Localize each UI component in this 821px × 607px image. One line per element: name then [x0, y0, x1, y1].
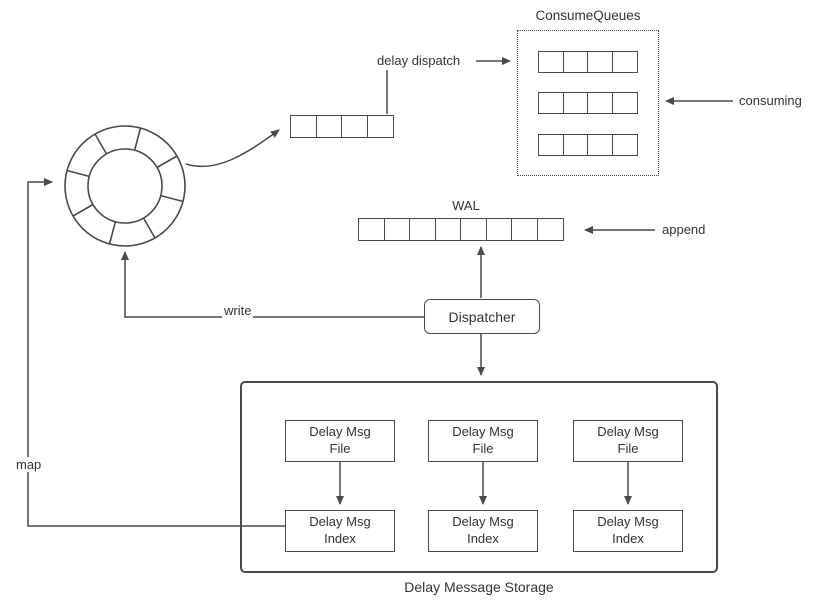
- consume-queues-title: ConsumeQueues: [517, 8, 659, 23]
- queue-cell: [562, 50, 589, 73]
- delay-msg-file-box-2: Delay Msg File: [428, 420, 538, 462]
- label-map: map: [14, 457, 44, 472]
- wal-title: WAL: [358, 198, 574, 213]
- queue-cell: [587, 50, 614, 73]
- label-consuming: consuming: [737, 93, 804, 108]
- queue-cell: [341, 115, 368, 138]
- label-append: append: [660, 222, 708, 237]
- queue-cell: [562, 133, 589, 156]
- queue-cell: [290, 115, 317, 138]
- wheel-output-queue: [290, 115, 394, 138]
- queue-cell: [485, 218, 513, 241]
- label-write: write: [222, 303, 254, 318]
- queue-cell: [460, 218, 487, 241]
- queue-cell: [538, 133, 565, 156]
- delay-msg-index-box-3: Delay Msg Index: [573, 510, 683, 552]
- delay-msg-index-box-2: Delay Msg Index: [428, 510, 538, 552]
- queue-cell: [611, 50, 638, 73]
- timing-wheel-inner-ring: [87, 148, 163, 224]
- delay-msg-file-box-1: Delay Msg File: [285, 420, 395, 462]
- queue-cell: [562, 92, 589, 114]
- storage-title: Delay Message Storage: [240, 580, 718, 595]
- queue-cell: [358, 218, 385, 241]
- queue-cell: [538, 50, 565, 73]
- delay-msg-index-box-1: Delay Msg Index: [285, 510, 395, 552]
- queue-cell: [383, 218, 411, 241]
- timing-wheel-outer-ring: [64, 125, 186, 247]
- delay-message-storage-box: [240, 381, 718, 573]
- consume-queue-row: [538, 50, 638, 73]
- queue-cell: [587, 92, 614, 114]
- dispatcher-label: Dispatcher: [448, 308, 516, 325]
- label-delay-dispatch: delay dispatch: [375, 53, 463, 68]
- queue-cell: [536, 218, 564, 241]
- queue-cell: [366, 115, 394, 138]
- connectors: [27, 57, 733, 527]
- wal-queue: [358, 218, 564, 241]
- consume-queue-row: [538, 133, 638, 156]
- edge-wheel-to-queue: [185, 129, 280, 168]
- queue-cell: [409, 218, 436, 241]
- timing-wheel: [64, 125, 186, 247]
- dispatcher-box: Dispatcher: [424, 299, 540, 334]
- queue-cell: [511, 218, 538, 241]
- queue-cell: [587, 133, 614, 156]
- edge-map-line: [27, 178, 285, 527]
- consume-queue-row: [538, 92, 638, 114]
- queue-cell: [538, 92, 565, 114]
- queue-cell: [611, 133, 638, 156]
- timing-wheel-spokes: [66, 127, 184, 245]
- delay-msg-file-box-3: Delay Msg File: [573, 420, 683, 462]
- queue-cell: [434, 218, 462, 241]
- consume-queues-box: [517, 30, 659, 176]
- queue-cell: [315, 115, 343, 138]
- queue-cell: [611, 92, 638, 114]
- edge-write-line: [121, 251, 424, 318]
